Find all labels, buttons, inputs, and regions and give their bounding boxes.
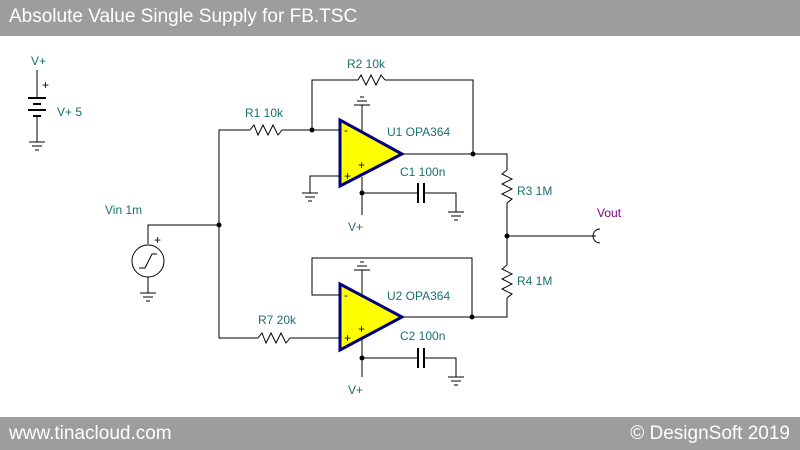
step-waveform-icon — [139, 253, 157, 269]
junction-dots — [216, 127, 510, 361]
u2-minus-sign: - — [344, 288, 348, 302]
r7-resistor[interactable] — [257, 331, 291, 345]
footer-bar: www.tinacloud.com © DesignSoft 2019 — [0, 417, 800, 450]
battery-node-label: V+ — [31, 54, 46, 68]
u2-plus-sign: + — [344, 331, 351, 345]
vin-plus-sign: + — [154, 233, 161, 247]
r4-resistor[interactable] — [500, 264, 514, 299]
diagram-title: Absolute Value Single Supply for FB.TSC — [9, 6, 358, 27]
r4-label: R4 1M — [517, 274, 552, 288]
u1-minus-sign: - — [344, 123, 348, 137]
battery-value-label: V+ 5 — [57, 105, 82, 119]
u2-vplus-label: V+ — [348, 383, 363, 397]
u2-label: U2 OPA364 — [387, 289, 450, 303]
u2-supply-plus-sign: + — [358, 322, 365, 336]
u1-vplus-label: V+ — [348, 220, 363, 234]
schematic-svg: - + + - + + V+ V+ 5 R2 10k R1 10k U1 OPA… — [28, 54, 622, 397]
vout-terminal[interactable] — [592, 228, 601, 244]
u1-plus-sign: + — [344, 169, 351, 183]
r2-label: R2 10k — [347, 57, 386, 71]
r3-label: R3 1M — [517, 184, 552, 198]
r3-resistor[interactable] — [500, 169, 514, 204]
u1-label: U1 OPA364 — [387, 125, 450, 139]
vout-label: Vout — [597, 206, 622, 220]
u2-opamp[interactable] — [338, 281, 406, 353]
r2-resistor[interactable] — [357, 73, 386, 87]
footer-website[interactable]: www.tinacloud.com — [9, 423, 172, 444]
battery-v-plus[interactable] — [28, 70, 46, 151]
c2-label: C2 100n — [400, 329, 445, 343]
battery-plus-sign: + — [42, 78, 49, 92]
title-bar: Absolute Value Single Supply for FB.TSC — [0, 0, 800, 36]
footer-copyright: © DesignSoft 2019 — [630, 423, 790, 444]
schematic-canvas: - + + - + + V+ V+ 5 R2 10k R1 10k U1 OPA… — [0, 36, 800, 416]
r1-resistor[interactable] — [249, 123, 283, 137]
u1-supply-plus-sign: + — [358, 158, 365, 172]
r1-label: R1 10k — [245, 106, 284, 120]
u1-opamp[interactable] — [338, 117, 406, 189]
vin-label: Vin 1m — [105, 203, 142, 217]
c1-label: C1 100n — [400, 165, 445, 179]
r7-label: R7 20k — [258, 313, 297, 327]
